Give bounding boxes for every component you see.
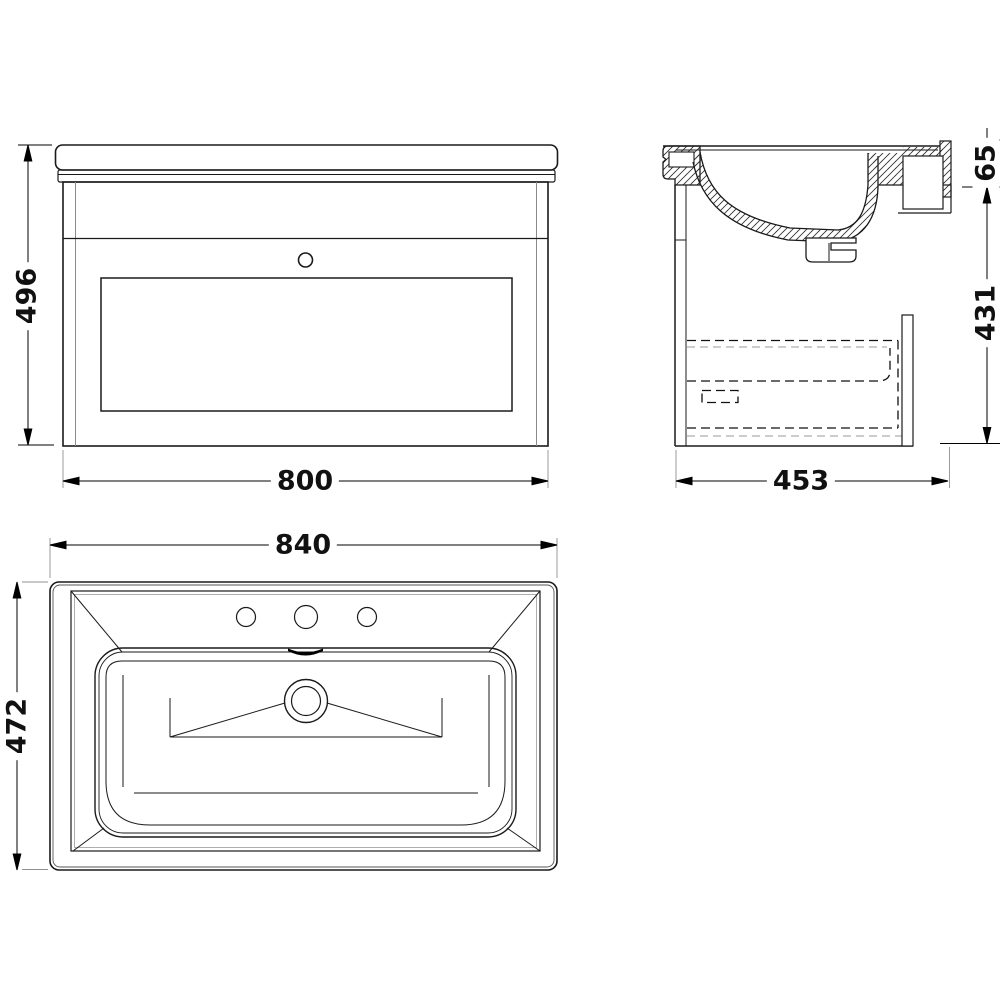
front-view [54, 144, 559, 447]
side-view [662, 140, 952, 447]
dim-front-width: 800 [270, 467, 340, 495]
dim-plan-depth: 472 [2, 691, 33, 761]
front-knob-hole [297, 252, 314, 268]
hidden-drawer-outline [687, 339, 899, 429]
plan-tap-holes [235, 604, 378, 630]
dim-side-depth: 453 [766, 467, 836, 495]
plan-waste-hole [283, 678, 329, 724]
front-view-dimensions [18, 144, 549, 488]
plan-view [49, 581, 558, 871]
dim-side-rim-thickness: 65 [971, 138, 1000, 188]
dim-front-height: 496 [12, 261, 43, 331]
plan-overflow-slot [288, 648, 323, 656]
dim-side-body-height: 431 [971, 278, 1000, 348]
dim-plan-width: 840 [268, 531, 338, 559]
